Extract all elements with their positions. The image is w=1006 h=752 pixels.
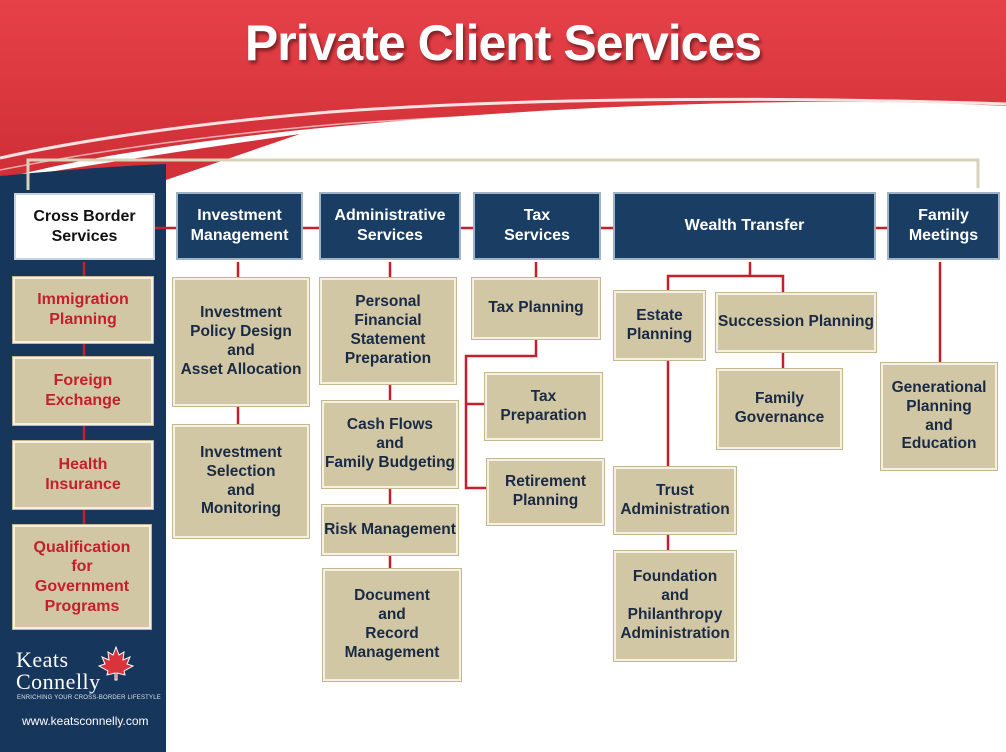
item-trust-administration: Trust Administration [614, 467, 736, 534]
item-family-governance: Family Governance [717, 369, 842, 449]
item-foreign-exchange: Foreign Exchange [13, 357, 153, 425]
item-foundation-philanthropy: Foundation and Philanthropy Administrati… [614, 551, 736, 661]
item-investment-policy-design: Investment Policy Design and Asset Alloc… [173, 278, 309, 406]
category-wealth-transfer: Wealth Transfer [613, 192, 876, 260]
item-health-insurance: Health Insurance [13, 441, 153, 509]
item-qualification-government-programs: Qualification for Government Programs [13, 525, 151, 629]
category-tax-services: Tax Services [473, 192, 601, 260]
item-cash-flows-budgeting: Cash Flows and Family Budgeting [322, 401, 458, 488]
keats-connelly-logo: Keats Connelly ENRICHING YOUR CROSS-BORD… [16, 645, 166, 715]
item-document-record-management: Document and Record Management [323, 569, 461, 681]
item-estate-planning: Estate Planning [614, 291, 705, 360]
item-investment-selection: Investment Selection and Monitoring [173, 425, 309, 538]
category-administrative-services: Administrative Services [319, 192, 461, 260]
logo-tagline: ENRICHING YOUR CROSS-BORDER LIFESTYLE [17, 695, 161, 701]
item-immigration-planning: Immigration Planning [13, 277, 153, 343]
logo-name-line-2: Connelly [16, 669, 101, 694]
item-retirement-planning: Retirement Planning [487, 459, 604, 525]
item-risk-management: Risk Management [322, 505, 458, 555]
category-family-meetings: Family Meetings [887, 192, 1000, 260]
item-personal-financial-statement: Personal Financial Statement Preparation [320, 278, 456, 384]
page-title: Private Client Services [244, 15, 762, 71]
category-cross-border: Cross Border Services [14, 193, 155, 260]
item-tax-preparation: Tax Preparation [485, 373, 602, 440]
item-tax-planning: Tax Planning [472, 278, 600, 339]
item-generational-planning: Generational Planning and Education [881, 363, 997, 470]
category-investment-management: Investment Management [176, 192, 303, 260]
logo-name-line-1: Keats [16, 647, 69, 672]
top-brace [26, 158, 980, 190]
website-link[interactable]: www.keatsconnelly.com [22, 714, 149, 728]
maple-leaf-icon [97, 645, 135, 681]
item-succession-planning: Succession Planning [716, 293, 876, 352]
